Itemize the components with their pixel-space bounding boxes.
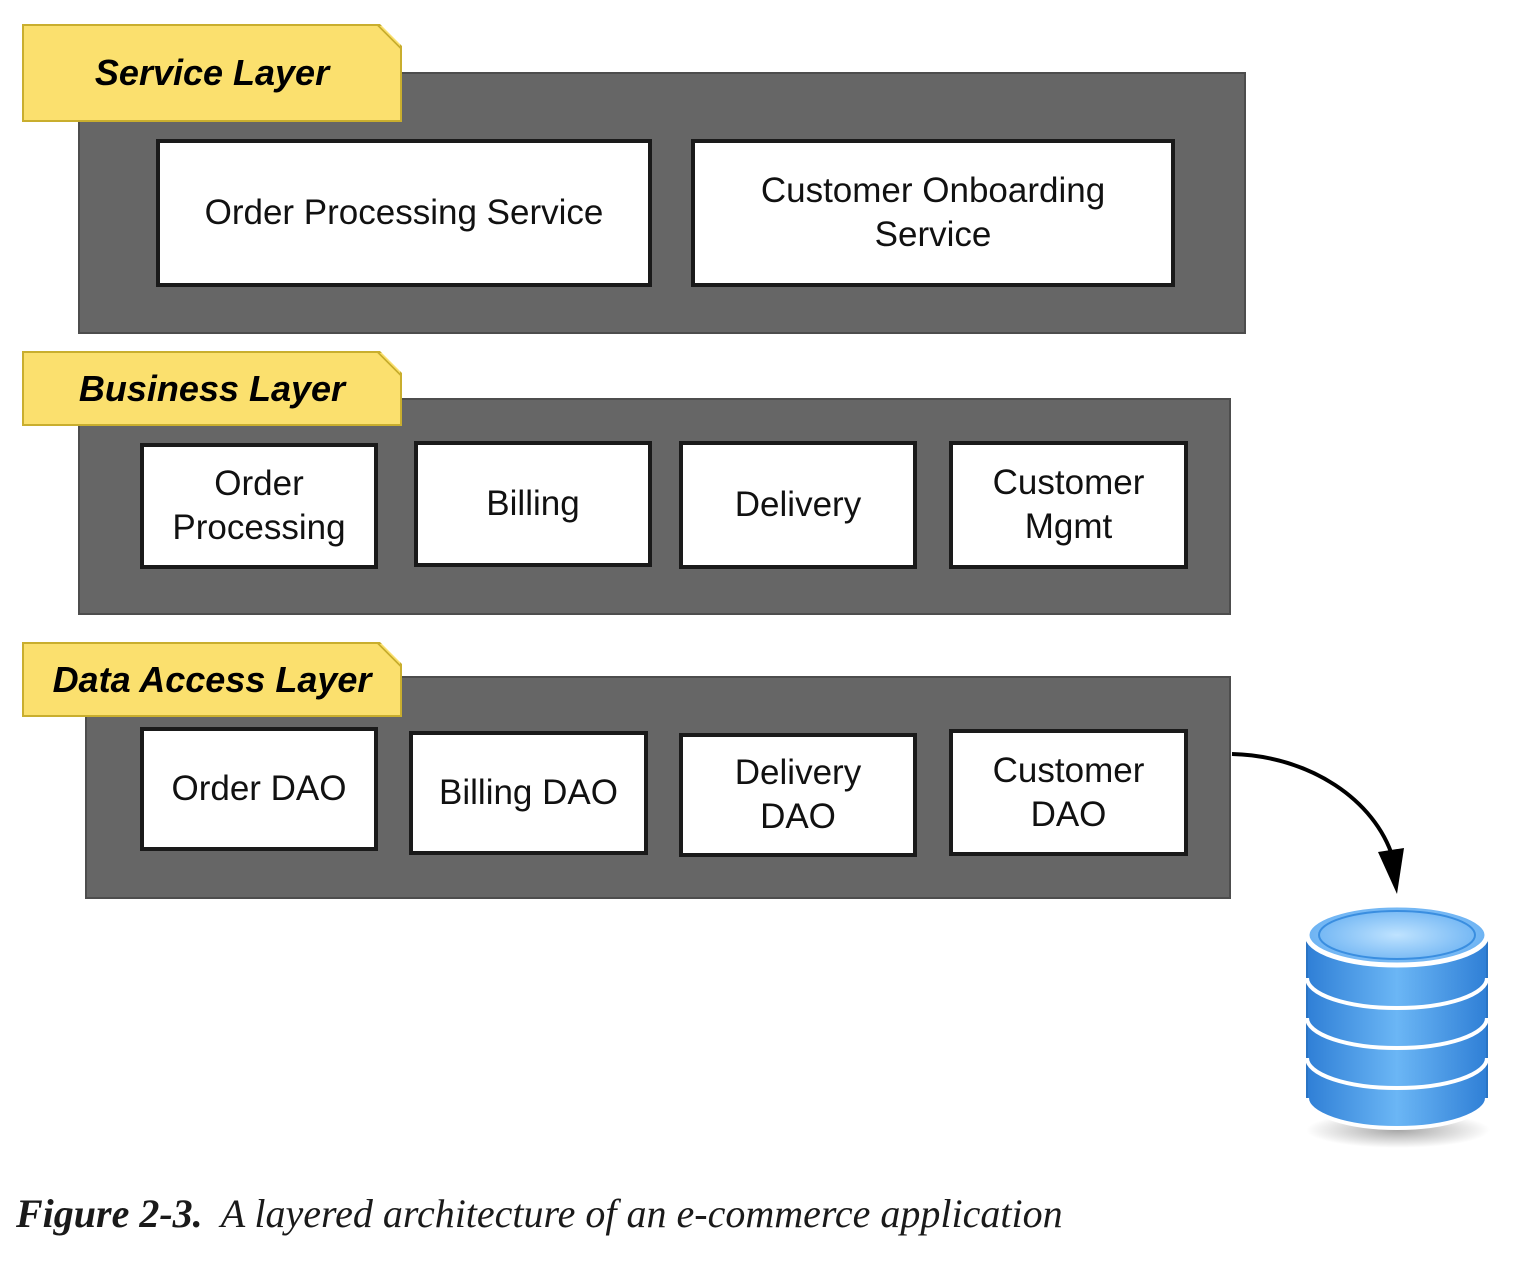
customer-mgmt-box: Customer Mgmt	[949, 441, 1188, 569]
order-processing-box: Order Processing	[140, 443, 378, 569]
service-layer-title: Service Layer	[94, 52, 330, 93]
figure-number: Figure 2-3.	[16, 1191, 203, 1236]
data-access-layer-title: Data Access Layer	[52, 658, 372, 700]
customer-onboarding-service-box: Customer Onboarding Service	[691, 139, 1175, 287]
billing-box: Billing	[414, 441, 652, 567]
customer-dao-box: Customer DAO	[949, 729, 1188, 856]
figure-caption: Figure 2-3. A layered architecture of an …	[16, 1190, 1063, 1237]
business-layer-title: Business Layer	[78, 367, 346, 409]
order-dao-box: Order DAO	[140, 727, 378, 851]
database-icon	[1304, 902, 1490, 1148]
service-layer-tag: Service Layer	[22, 24, 402, 122]
business-layer-tag: Business Layer	[22, 351, 402, 426]
order-processing-service-box: Order Processing Service	[156, 139, 652, 287]
delivery-dao-box: Delivery DAO	[679, 733, 917, 857]
data-access-layer-tag: Data Access Layer	[22, 642, 402, 717]
billing-dao-box: Billing DAO	[409, 731, 648, 855]
figure-caption-text: A layered architecture of an e-commerce …	[220, 1191, 1063, 1236]
connector-arrow	[1231, 752, 1404, 894]
delivery-box: Delivery	[679, 441, 917, 569]
